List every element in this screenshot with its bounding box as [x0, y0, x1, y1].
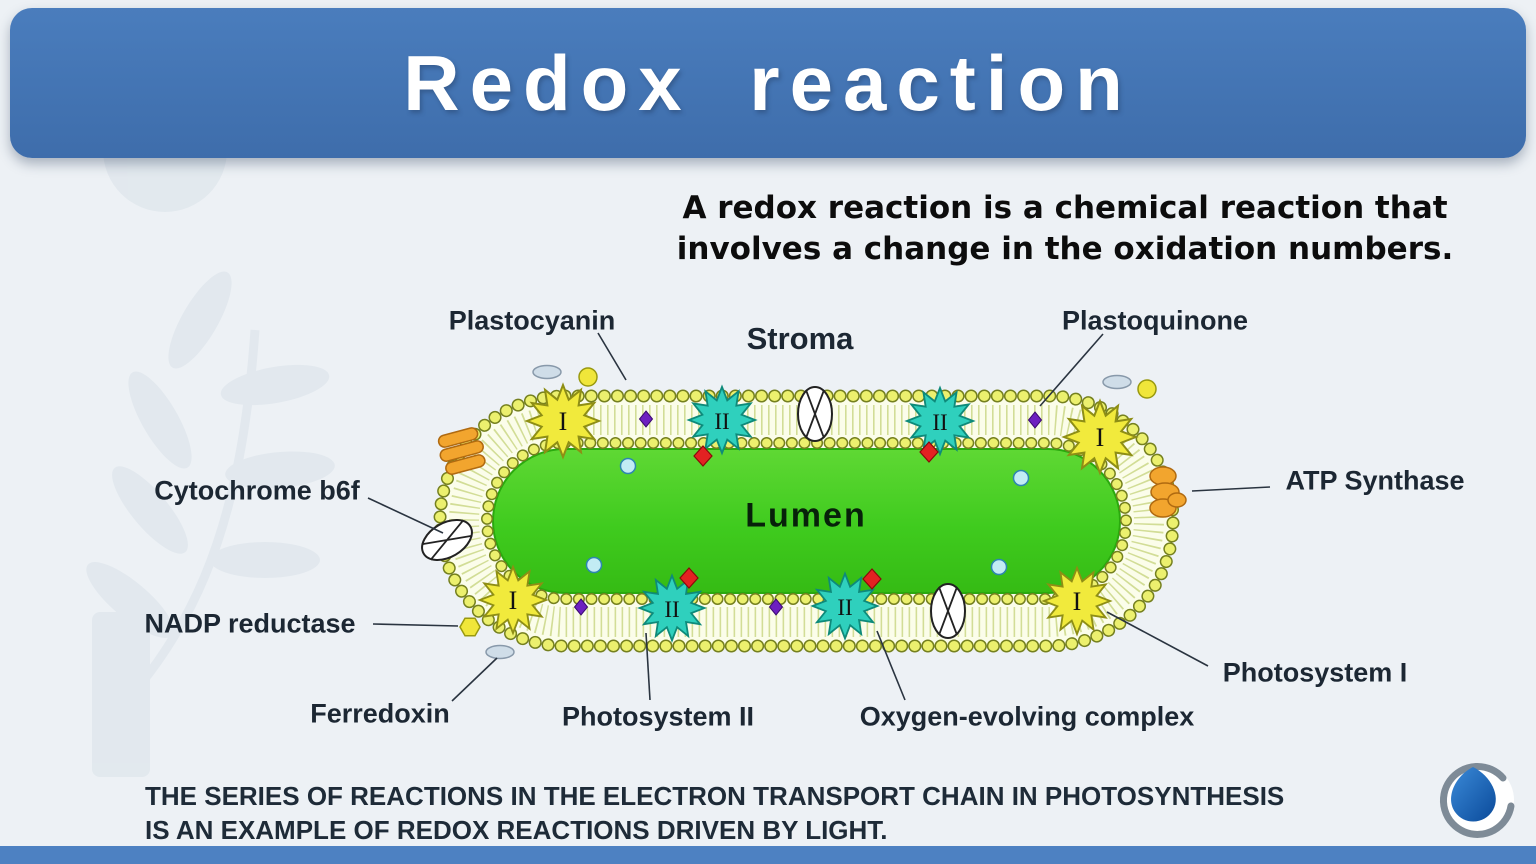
label-atp-synthase: ATP Synthase — [1285, 465, 1465, 496]
stroma-label: Stroma — [746, 321, 854, 356]
footer-line-2: IS AN EXAMPLE OF REDOX REACTIONS DRIVEN … — [145, 814, 888, 845]
label-connector — [367, 497, 444, 534]
label-connector — [876, 630, 906, 701]
svg-text:I: I — [559, 407, 568, 436]
brand-logo — [1439, 762, 1515, 838]
svg-text:II: II — [714, 409, 729, 434]
label-photosystem-ii: Photosystem II — [561, 701, 755, 732]
svg-text:II: II — [664, 597, 679, 622]
label-connector — [645, 632, 651, 701]
label-connector — [372, 623, 459, 627]
label-connector — [1106, 611, 1209, 667]
svg-text:I: I — [509, 586, 518, 615]
label-connector — [597, 332, 627, 381]
label-connectors — [367, 332, 1271, 702]
complex-marks: I I I I II II II II — [509, 407, 1105, 622]
watermark — [55, 40, 335, 777]
label-cytochrome-b6f: Cytochrome b6f — [154, 475, 360, 506]
atp-synthase-cluster — [437, 427, 1187, 518]
label-connector — [1191, 486, 1271, 492]
svg-text:I: I — [1073, 587, 1082, 616]
ferredoxin-oval — [485, 364, 1132, 660]
svg-text:II: II — [932, 410, 947, 435]
cytochrome-b6f-oval — [421, 386, 966, 639]
bottom-accent-strip — [0, 846, 1536, 864]
label-plastoquinone: Plastoquinone — [1061, 305, 1249, 336]
footer-caption: THE SERIES OF REACTIONS IN THE ELECTRON … — [145, 780, 1284, 848]
leaf-watermark — [86, 271, 335, 777]
nadp-hexagon — [459, 617, 481, 637]
title-banner: Redox reaction — [10, 8, 1526, 158]
page-title: Redox reaction — [403, 38, 1133, 127]
lumen-label: Lumen — [745, 496, 867, 535]
svg-text:I: I — [1096, 423, 1105, 452]
definition-line-2: involves a change in the oxidation numbe… — [676, 230, 1454, 267]
plastocyanin-dot — [585, 457, 1030, 576]
yellow-marker — [459, 367, 1157, 637]
lumen — [492, 448, 1121, 594]
definition-line-1: A redox reaction is a chemical reaction … — [682, 190, 1448, 226]
label-photosystem-i: Photosystem I — [1222, 657, 1408, 688]
label-plastocyanin: Plastocyanin — [448, 305, 616, 336]
label-ferredoxin: Ferredoxin — [310, 698, 450, 729]
label-nadp-reductase: NADP reductase — [144, 608, 356, 639]
label-connector — [1039, 333, 1104, 407]
label-oxygen-evolving-complex: Oxygen-evolving complex — [859, 701, 1195, 732]
definition-text: A redox reaction is a chemical reaction … — [650, 188, 1480, 270]
footer-line-1: THE SERIES OF REACTIONS IN THE ELECTRON … — [145, 781, 1285, 811]
svg-text:II: II — [837, 595, 852, 620]
label-connector — [451, 657, 498, 702]
